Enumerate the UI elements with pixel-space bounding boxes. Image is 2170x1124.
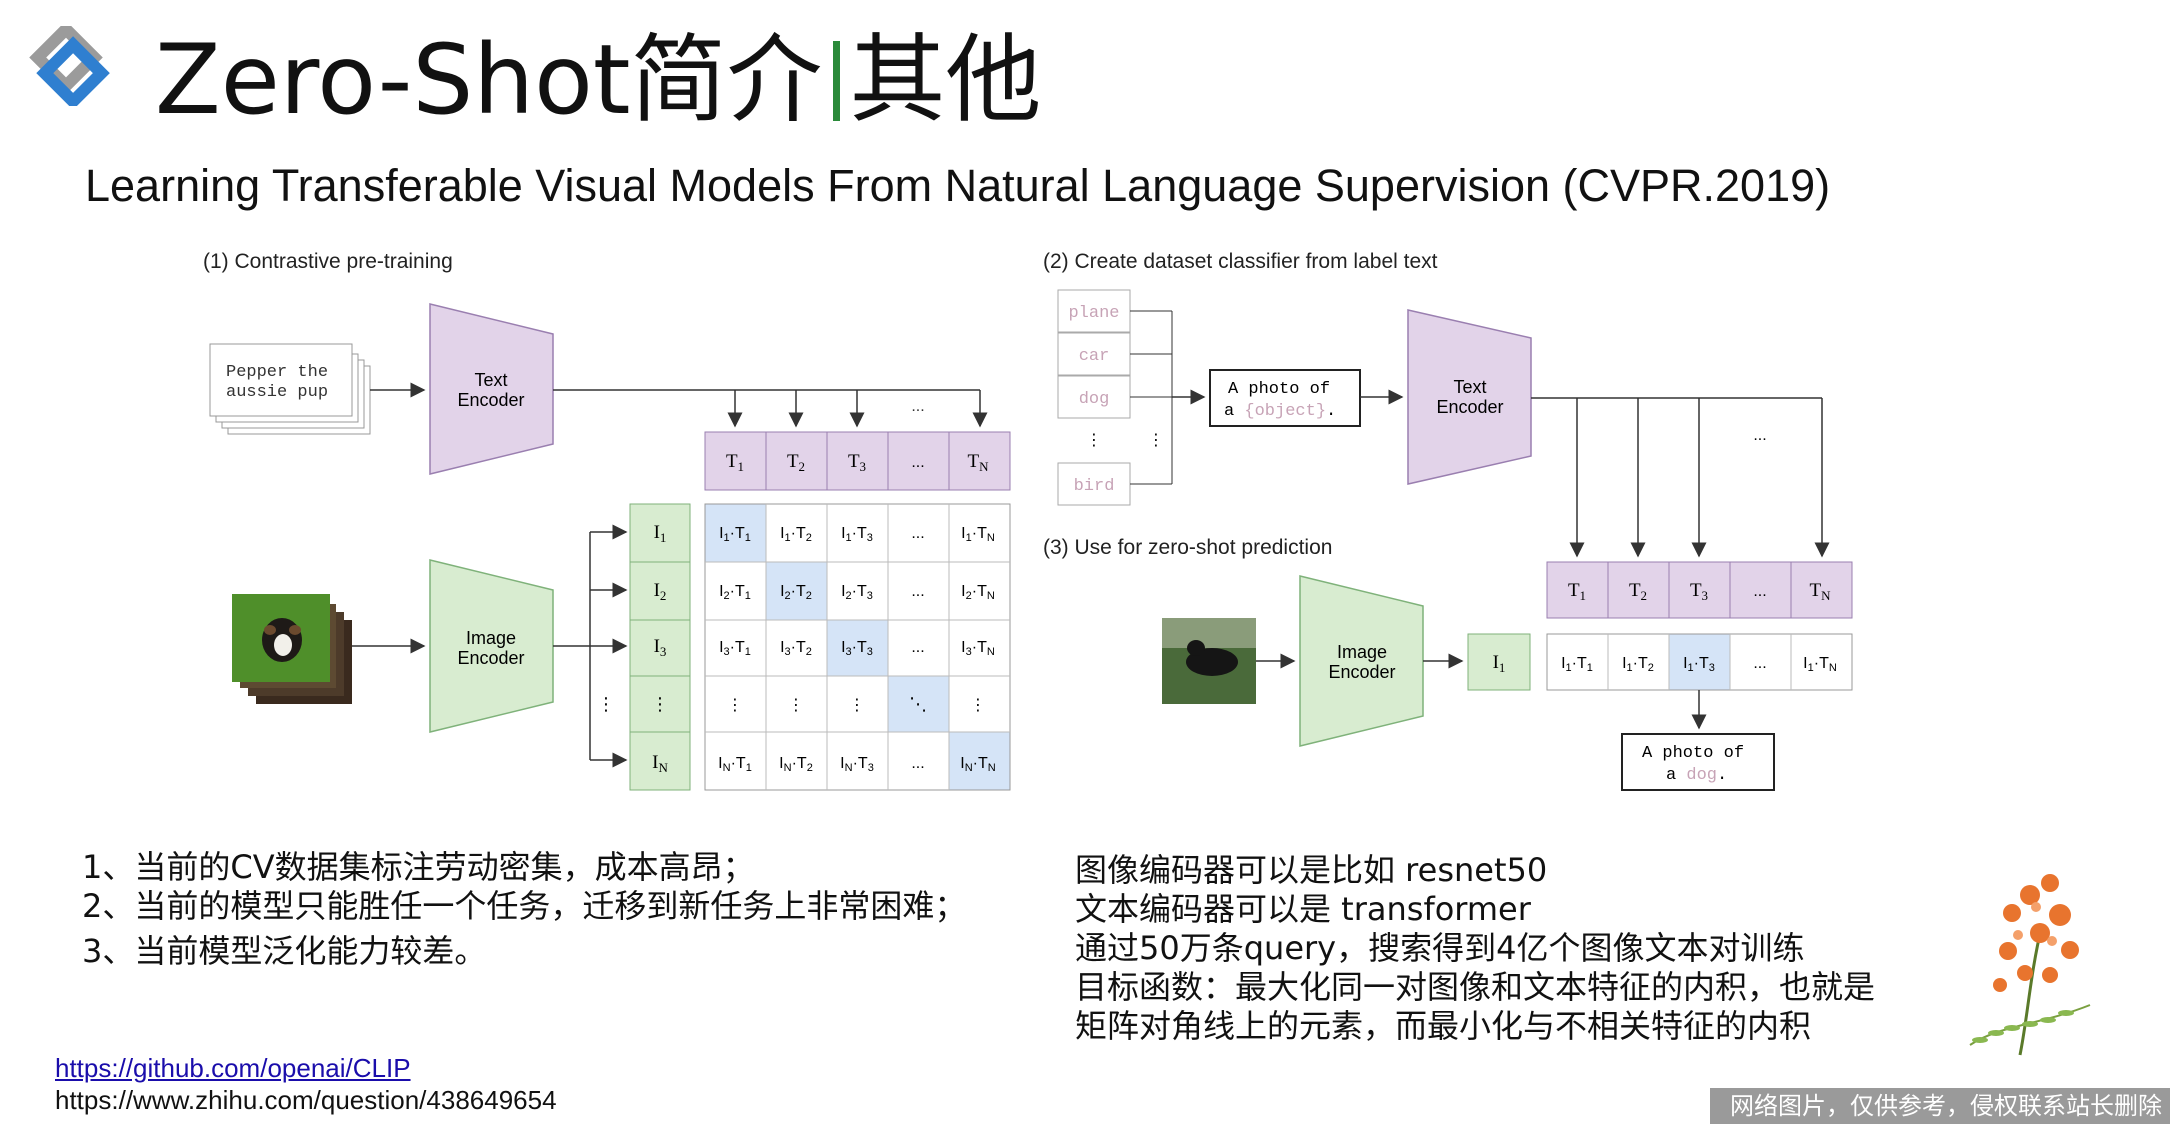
- svg-text:a dog.: a dog.: [1666, 766, 1727, 785]
- svg-text:I1·TN: I1·TN: [1803, 655, 1837, 674]
- label-plane: plane: [1068, 304, 1119, 323]
- text-token-row-2: T1 T2 T3 ... TN: [1546, 561, 1853, 619]
- paper-title: Learning Transferable Visual Models From…: [85, 160, 1831, 211]
- result-word: dog: [1686, 766, 1717, 785]
- text-encoder-2: [1407, 309, 1532, 485]
- svg-text:IN·T1: IN·T1: [718, 755, 752, 774]
- text-encoder-2-label-line1: Text: [1453, 377, 1486, 397]
- image-encoder-1: [429, 559, 554, 733]
- matrix-ddots: ⋱: [909, 694, 927, 714]
- section1-label: (1) Contrastive pre-training: [203, 250, 453, 273]
- svg-text:I1·T2: I1·T2: [780, 525, 812, 544]
- note-item: 3、当前模型泛化能力较差。: [82, 932, 487, 970]
- svg-text:I2·T3: I2·T3: [841, 583, 873, 602]
- left-notes: 1、当前的CV数据集标注劳动密集，成本高昂； 2、当前的模型只能胜任一个任务，迁…: [82, 848, 966, 971]
- logo-icon: [29, 26, 110, 106]
- matrix-ellipsis-r2: ...: [911, 583, 924, 600]
- note-item: 2、当前的模型只能胜任一个任务，迁移到新任务上非常困难；: [82, 887, 967, 925]
- svg-text:I1·T3: I1·T3: [1683, 655, 1715, 674]
- svg-text:IN·T2: IN·T2: [779, 755, 813, 774]
- image-encoder-2: [1299, 575, 1424, 747]
- note-item: 文本编码器可以是 transformer: [1075, 890, 1531, 928]
- matrix-ellipsis-r5: ...: [911, 755, 924, 772]
- github-link[interactable]: https://github.com/openai/CLIP: [55, 1053, 411, 1083]
- text-encoder-1-label-line2: Encoder: [457, 390, 524, 410]
- image-token-column-1: I1 I2 I3 ⋮ IN: [629, 503, 691, 791]
- page-title: Zero-Shot简介其他: [155, 20, 1042, 140]
- input-text-line2: aussie pup: [226, 383, 328, 402]
- image-encoder-2-label-line2: Encoder: [1328, 662, 1395, 682]
- prompt-template-box: [1209, 369, 1361, 427]
- svg-text:I1·T3: I1·T3: [841, 525, 873, 544]
- note-item: 1、当前的CV数据集标注劳动密集，成本高昂；: [82, 848, 755, 886]
- text-encoder-1-label-line1: Text: [474, 370, 507, 390]
- label-bracket-vdots: ⋮: [1148, 432, 1164, 449]
- arrow-vdots-1: ⋮: [597, 694, 615, 714]
- text-token-row-1: T1 T2 T3 ... TN: [704, 431, 1011, 491]
- svg-text:a {object}.: a {object}.: [1224, 402, 1336, 421]
- watermark: 网络图片，仅供参考，侵权联系站长删除: [1710, 1088, 2170, 1124]
- input-image-stack: [232, 594, 352, 704]
- svg-text:I1·T2: I1·T2: [1622, 655, 1654, 674]
- matrix-vdots-c2: ⋮: [788, 697, 804, 714]
- prediction-result-box: [1621, 733, 1775, 791]
- token-ellipsis-1: ...: [911, 454, 924, 471]
- image-encoder-1-label-line2: Encoder: [457, 648, 524, 668]
- svg-text:I2·T1: I2·T1: [719, 583, 751, 602]
- svg-text:I1·TN: I1·TN: [961, 525, 995, 544]
- matrix-ellipsis-r1: ...: [911, 525, 924, 542]
- svg-text:I1·T1: I1·T1: [1561, 655, 1593, 674]
- token-ellipsis-2: ...: [1753, 583, 1766, 600]
- label-car: car: [1079, 347, 1110, 366]
- input-text-line1: Pepper the: [226, 363, 328, 382]
- prompt-line1: A photo of: [1228, 380, 1330, 399]
- title-secondary: 其他: [849, 24, 1042, 136]
- arrow-ellipsis-1: ...: [911, 398, 924, 415]
- section3-label: (3) Use for zero-shot prediction: [1043, 536, 1332, 559]
- note-item: 图像编码器可以是比如 resnet50: [1075, 851, 1548, 889]
- title-divider: [832, 41, 840, 121]
- prompt-placeholder: {object}: [1244, 402, 1326, 421]
- reference-links: https://github.com/openai/CLIP https://w…: [55, 1052, 557, 1116]
- result-line1: A photo of: [1642, 744, 1744, 763]
- svg-text:I3·T2: I3·T2: [780, 639, 812, 658]
- prediction-row: I1·T1 I1·T2 I1·T3 I1·TN ...: [1546, 633, 1853, 691]
- image-encoder-1-label-line1: Image: [466, 628, 516, 648]
- note-item: 矩阵对角线上的元素，而最小化与不相关特征的内积: [1075, 1007, 1812, 1045]
- label-list: plane car dog bird ⋮ ⋮: [1057, 289, 1206, 506]
- text-encoder-2-label-line2: Encoder: [1436, 397, 1503, 417]
- matrix-vdots-c5: ⋮: [970, 697, 986, 714]
- prompt-line2-suffix: .: [1326, 402, 1336, 421]
- right-notes: 图像编码器可以是比如 resnet50 文本编码器可以是 transformer…: [1075, 851, 1875, 1046]
- image-token-i1: [1467, 633, 1531, 691]
- prediction-photo: [1162, 618, 1256, 704]
- similarity-matrix: I1·T1 I1·T2 I1·T3 I1·TN I2·T1 I2·T2 I2·T…: [704, 503, 1011, 791]
- image-token-vdots: ⋮: [651, 694, 669, 714]
- result-line2-suffix: .: [1717, 766, 1727, 785]
- label-vdots: ⋮: [1086, 432, 1102, 449]
- flower-decoration-icon: [1969, 874, 2091, 1056]
- label-bird: bird: [1074, 477, 1115, 496]
- svg-text:I3·TN: I3·TN: [961, 639, 995, 658]
- result-line2-prefix: a: [1666, 766, 1686, 785]
- text-encoder-1: [429, 303, 554, 475]
- matrix-vdots-c1: ⋮: [727, 697, 743, 714]
- note-item: 通过50万条query，搜索得到4亿个图像文本对训练: [1075, 929, 1805, 967]
- input-text-stack: Pepper the aussie pup: [209, 343, 371, 435]
- note-item: 目标函数：最大化同一对图像和文本特征的内积，也就是: [1075, 968, 1876, 1006]
- svg-text:IN·T3: IN·T3: [840, 755, 874, 774]
- matrix-vdots-c3: ⋮: [849, 697, 865, 714]
- title-main: Zero-Shot简介: [155, 24, 823, 136]
- arrow-ellipsis-2: ...: [1753, 427, 1766, 444]
- prompt-line2-prefix: a: [1224, 402, 1244, 421]
- clip-diagram: (1) Contrastive pre-training (2) Create …: [203, 250, 1853, 791]
- label-dog: dog: [1079, 390, 1110, 409]
- prediction-ellipsis: ...: [1753, 655, 1766, 672]
- svg-text:I2·TN: I2·TN: [961, 583, 995, 602]
- section2-label: (2) Create dataset classifier from label…: [1043, 250, 1438, 273]
- image-encoder-2-label-line1: Image: [1337, 642, 1387, 662]
- zhihu-link: https://www.zhihu.com/question/438649654: [55, 1085, 557, 1115]
- matrix-ellipsis-r3: ...: [911, 639, 924, 656]
- svg-text:I3·T1: I3·T1: [719, 639, 751, 658]
